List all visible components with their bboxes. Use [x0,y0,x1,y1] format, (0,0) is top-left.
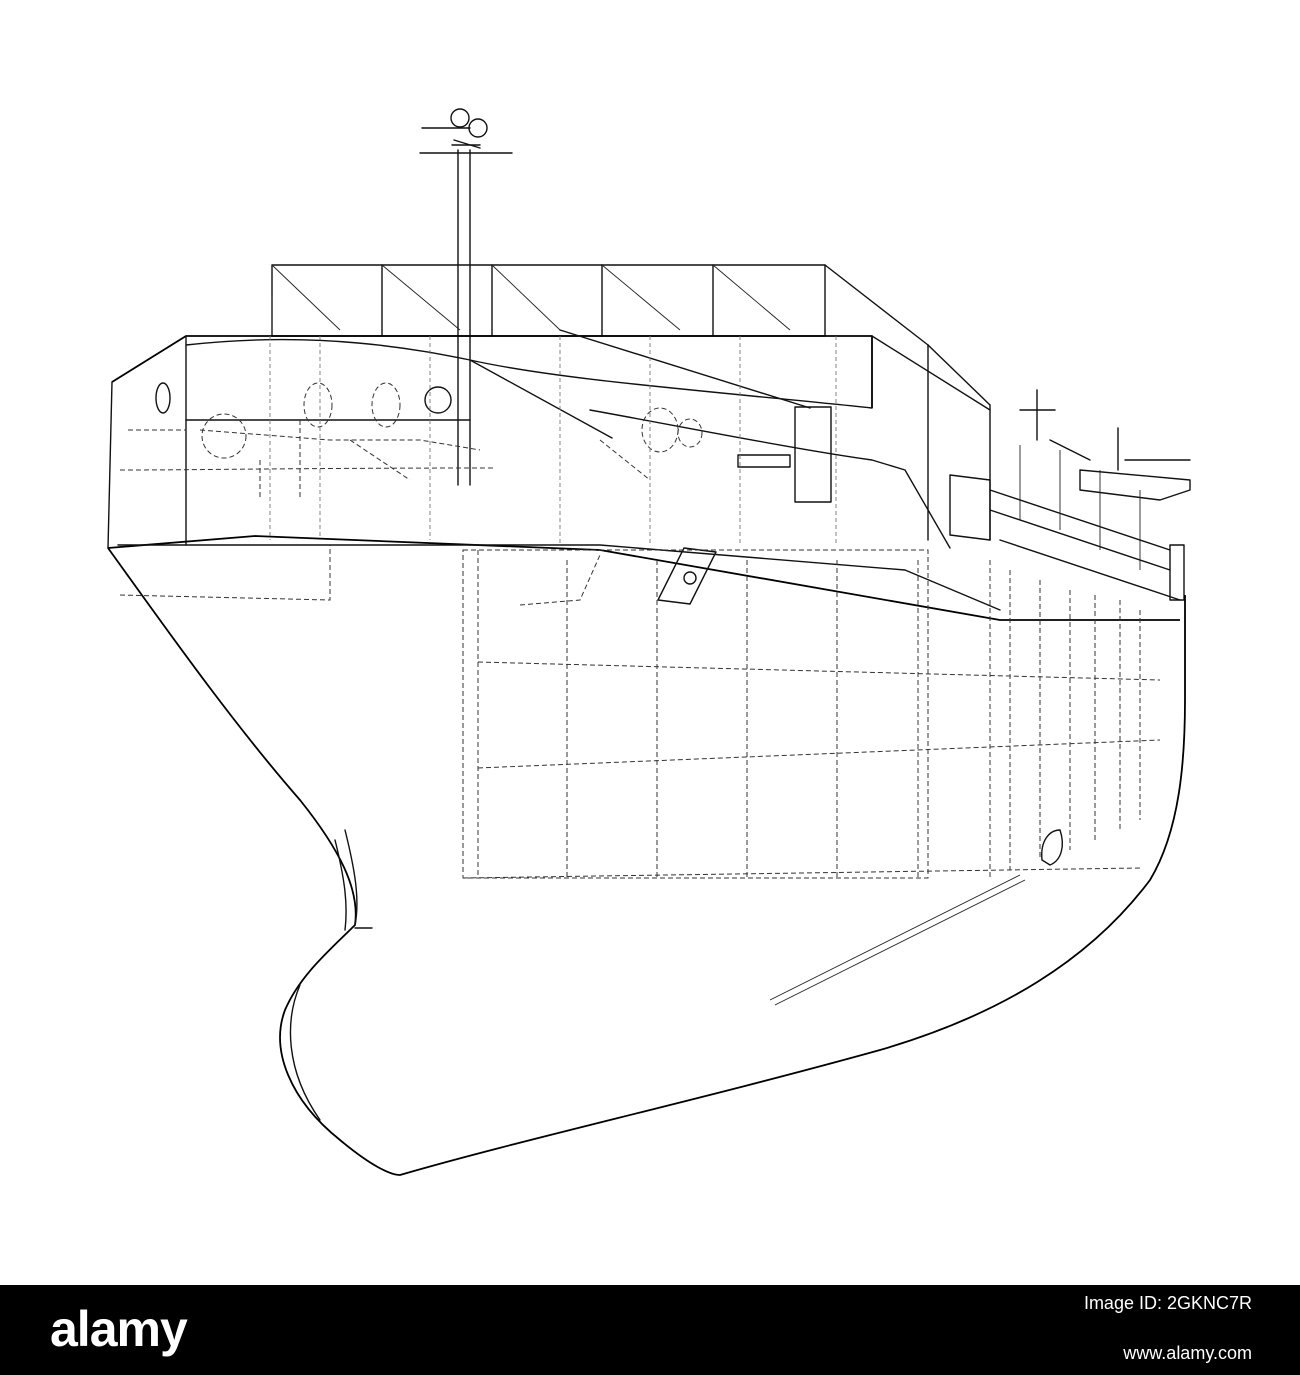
stock-footer: alamy Image ID: 2GKNC7R www.alamy.com [0,1285,1300,1375]
hull [107,547,1186,1176]
ship-illustration [107,108,1191,1176]
alamy-logo[interactable]: alamy [50,1301,188,1357]
windlass-machinery [119,382,703,500]
mast [419,108,513,486]
forecastle [107,329,991,549]
image-id-label: Image ID: 2GKNC7R [1083,1293,1252,1313]
container-stack-top [271,264,991,541]
deck-edge [107,535,1180,621]
site-url-link[interactable]: www.alamy.com [1123,1343,1252,1363]
bridge-superstructure [949,389,1191,601]
container-ship-drawing [107,108,1191,1176]
container-bays [269,336,1161,879]
